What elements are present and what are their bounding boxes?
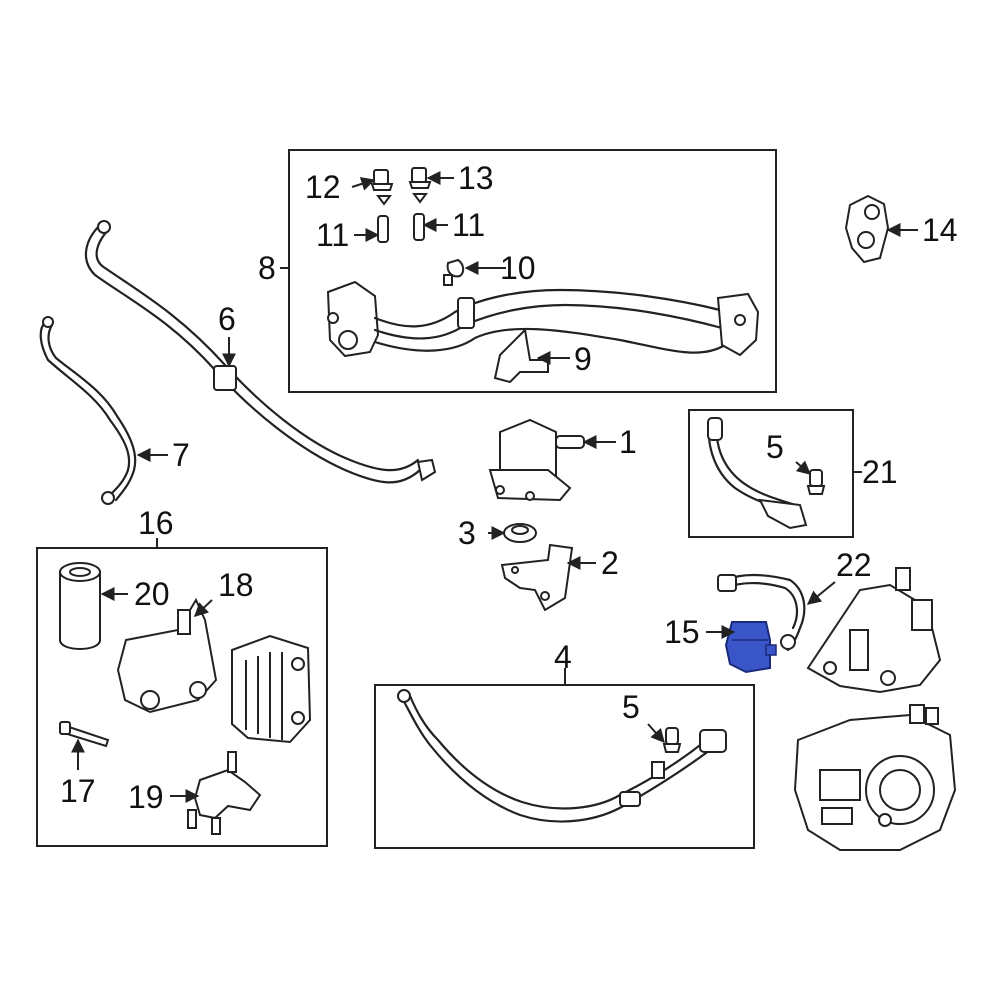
callout-16: 16 [138,505,174,541]
highlighted-part-15[interactable] [724,621,777,674]
seal-part-3[interactable] [503,523,537,543]
group-box-4 [374,684,755,849]
callout-18: 18 [218,567,254,603]
callout-11-right: 11 [452,207,485,243]
cap-part-12[interactable] [370,169,394,206]
mount-part-14[interactable] [844,194,890,264]
hose-part-4[interactable] [397,689,727,823]
hose-part-22[interactable] [717,573,806,652]
compressor [793,704,957,851]
callout-11-left: 11 [316,217,349,253]
group-box-8 [288,149,777,393]
callout-8: 8 [258,250,276,286]
bracket-part-2[interactable] [500,543,574,612]
callout-12: 12 [305,169,341,205]
callout-5-hose21: 5 [766,429,784,465]
sensor-part-5-in-21[interactable] [806,469,826,495]
condenser-module [231,634,312,744]
callout-5-hose4: 5 [622,689,640,725]
callout-6: 6 [218,301,236,337]
callout-labels: 1 2 3 4 5 5 6 7 8 9 10 11 11 12 13 14 15… [60,160,958,815]
receiver-drier-part-20[interactable] [59,562,101,650]
callout-2: 2 [601,545,619,581]
callout-15: 15 [664,614,700,650]
callout-22: 22 [836,547,872,583]
pin-part-17[interactable] [59,721,110,748]
callout-3: 3 [458,515,476,551]
bracket-mount-right [806,567,942,694]
cap-part-13[interactable] [408,167,432,204]
callout-9: 9 [574,341,592,377]
sensor-part-5-in-4[interactable] [662,727,682,753]
valve-core-part-11a[interactable] [377,215,389,243]
hose-part-21[interactable] [707,417,808,530]
group-box-21 [688,409,854,538]
callout-20: 20 [134,576,170,612]
expansion-valve-part-1[interactable] [488,418,585,502]
part-15-body[interactable] [724,621,771,674]
callout-17: 17 [60,773,96,809]
callout-19: 19 [128,779,164,815]
group-box-16 [36,547,328,847]
leader-lines [71,171,918,803]
manifold-assembly-part-8[interactable] [326,280,760,358]
bracket-part-9[interactable] [493,327,549,384]
callout-10: 10 [500,250,536,286]
valve-core-part-11b[interactable] [413,213,425,241]
callout-21: 21 [862,454,898,490]
clip-part-10[interactable] [443,258,465,286]
callout-13: 13 [458,160,494,196]
callout-1: 1 [619,424,637,460]
callout-14: 14 [922,212,958,248]
bracket-part-19[interactable] [187,751,262,835]
callout-7: 7 [172,437,190,473]
ac-line-part-7[interactable] [39,316,137,505]
bracket-part-18[interactable] [116,597,218,714]
callout-4: 4 [554,639,572,675]
